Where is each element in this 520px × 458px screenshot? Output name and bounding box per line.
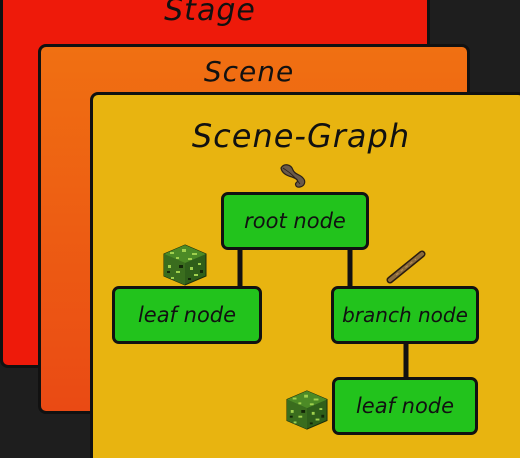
leaf-node-left: leaf node	[112, 286, 262, 344]
stage-title: Stage	[164, 0, 256, 28]
scene-title: Scene	[203, 55, 295, 88]
feather-icon	[280, 164, 306, 188]
scene-graph-title: Scene-Graph	[191, 117, 411, 155]
leaf-block-icon	[286, 390, 328, 430]
root-node: root node	[221, 192, 369, 250]
leaf-node-bottom: leaf node	[332, 377, 478, 435]
branch-node: branch node	[331, 286, 479, 344]
stick-icon	[386, 250, 426, 284]
leaf-block-icon	[163, 244, 207, 286]
